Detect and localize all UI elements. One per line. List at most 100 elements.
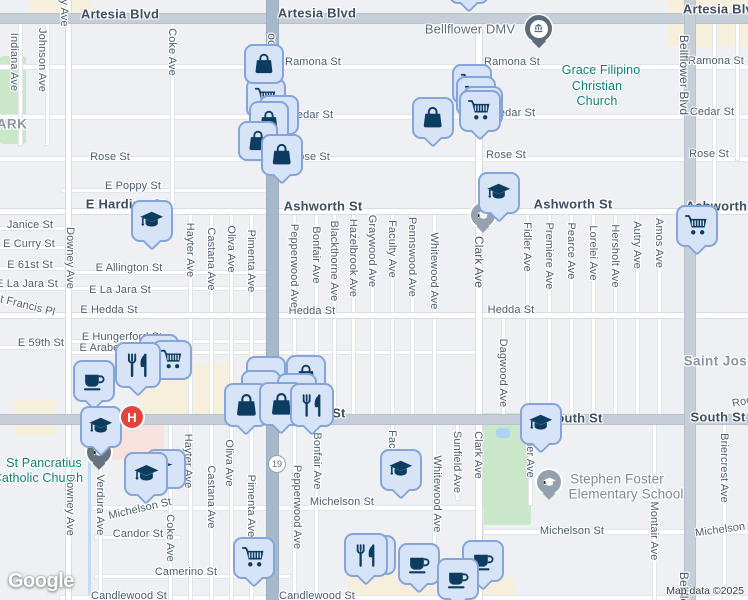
pin-shopping-cart[interactable] [459, 90, 501, 132]
school-icon [542, 475, 557, 490]
pin-cafe[interactable] [437, 558, 479, 600]
school-icon [527, 410, 554, 437]
school-icon [132, 460, 161, 489]
shopping-bag-icon [232, 391, 261, 420]
road [0, 245, 68, 249]
road [0, 345, 68, 349]
pin-school[interactable] [520, 403, 562, 445]
street-label: Catholic Church [0, 471, 84, 485]
road [60, 596, 748, 600]
road [712, 18, 716, 211]
street-label: Clark Ave [472, 235, 486, 289]
street-label: Pepperwood Ave [288, 223, 300, 309]
street-label: Christian [571, 79, 623, 93]
pin-restaurant[interactable] [344, 533, 388, 577]
street-label: Ramona St [688, 55, 744, 67]
pin-shopping-bag[interactable] [261, 134, 303, 176]
school-icon [387, 456, 414, 483]
pin-restaurant[interactable] [290, 383, 334, 427]
street-label: E 61st St [7, 259, 53, 271]
street-label: Indiana Ave [8, 32, 20, 92]
street-label: Elementary School [568, 486, 684, 502]
school-icon [485, 179, 512, 206]
school-poi-marker[interactable] [537, 470, 561, 494]
pond [496, 428, 510, 438]
road [0, 115, 748, 119]
street-label: Bellflower DMV [424, 21, 516, 37]
street-label: Artesia Blvd [682, 1, 748, 17]
road [735, 18, 739, 160]
pin-school[interactable] [478, 172, 520, 214]
street-label: St Pancratius [6, 456, 82, 470]
street-label: Pennswood Ave [406, 217, 418, 297]
street-label: Cedar St [288, 109, 334, 121]
shopping-bag-icon [419, 104, 446, 131]
street-label: y Ave [58, 0, 70, 27]
road [98, 419, 102, 600]
street-label: Rose St [689, 148, 729, 160]
shopping-cart-icon [159, 347, 185, 373]
shopping-cart-icon [683, 212, 710, 239]
street-label: Castana Ave [205, 227, 217, 291]
road [0, 13, 748, 23]
road [0, 286, 272, 290]
street-label: Pimenta Ave [245, 474, 257, 538]
street-label: Ashworth St [283, 198, 363, 214]
street-label: Hazelbrook Ave [347, 218, 359, 298]
street-label: Candor St [112, 528, 164, 540]
street-label: E Curry St [3, 238, 55, 250]
commercial [668, 0, 748, 46]
street-label: Michelson St [539, 525, 605, 537]
road [685, 0, 695, 600]
map-data-attribution: Map data ©2025 [666, 585, 744, 597]
pin-shopping-cart[interactable] [233, 537, 275, 579]
street-label: E La Jara St [89, 284, 151, 296]
park [0, 56, 26, 144]
street-label: Whitewood Ave [431, 455, 443, 533]
pin-school[interactable] [380, 449, 422, 491]
google-logo[interactable]: Google [8, 570, 74, 592]
road [528, 419, 532, 505]
street-label: Hayter Ave [184, 222, 196, 278]
pin-school[interactable] [131, 200, 173, 242]
pin-shopping-bag[interactable] [449, 0, 489, 4]
street-label: Michelson St [694, 519, 748, 540]
street-label: Roc [731, 394, 748, 410]
pin-cafe[interactable] [73, 360, 115, 402]
street-label: E Allington St [95, 262, 163, 274]
pin-shopping-bag[interactable] [412, 97, 454, 139]
pin-shopping-bag[interactable] [244, 44, 284, 84]
street-label: Pimenta Ave [245, 229, 257, 293]
road [45, 18, 49, 145]
cafe-icon [405, 550, 432, 577]
street-label: Verdura Ave [94, 474, 106, 536]
pin-cafe[interactable] [398, 543, 440, 585]
road [455, 419, 459, 500]
street-label: Clark Ave [472, 431, 484, 479]
pin-school[interactable] [80, 406, 122, 448]
restaurant-icon [352, 541, 381, 570]
road [92, 506, 481, 510]
pin-restaurant[interactable] [115, 342, 161, 388]
pin-school[interactable] [124, 452, 168, 496]
bank-icon [529, 19, 548, 38]
shopping-bag-icon [268, 141, 295, 168]
street-label: Ramona St [484, 56, 540, 68]
street-label: Grace Filipino [561, 63, 641, 77]
street-label: E Hedda St [80, 304, 138, 316]
government-office-marker[interactable] [525, 15, 552, 42]
hospital-marker[interactable]: H [121, 406, 143, 428]
street-label: Janice St [6, 219, 54, 231]
street-label: Artesia Blvd [277, 5, 357, 21]
street-label: Autry Ave [631, 221, 643, 269]
road [476, 18, 482, 600]
road [170, 18, 174, 211]
road [652, 419, 656, 600]
road [0, 266, 68, 270]
street-label: Pepperwood Ave [291, 464, 303, 550]
pin-shopping-cart[interactable] [676, 205, 718, 247]
street-label: Dagwood Ave [497, 338, 509, 408]
street-label: Lorelei Ave [587, 225, 599, 281]
road [722, 419, 726, 600]
